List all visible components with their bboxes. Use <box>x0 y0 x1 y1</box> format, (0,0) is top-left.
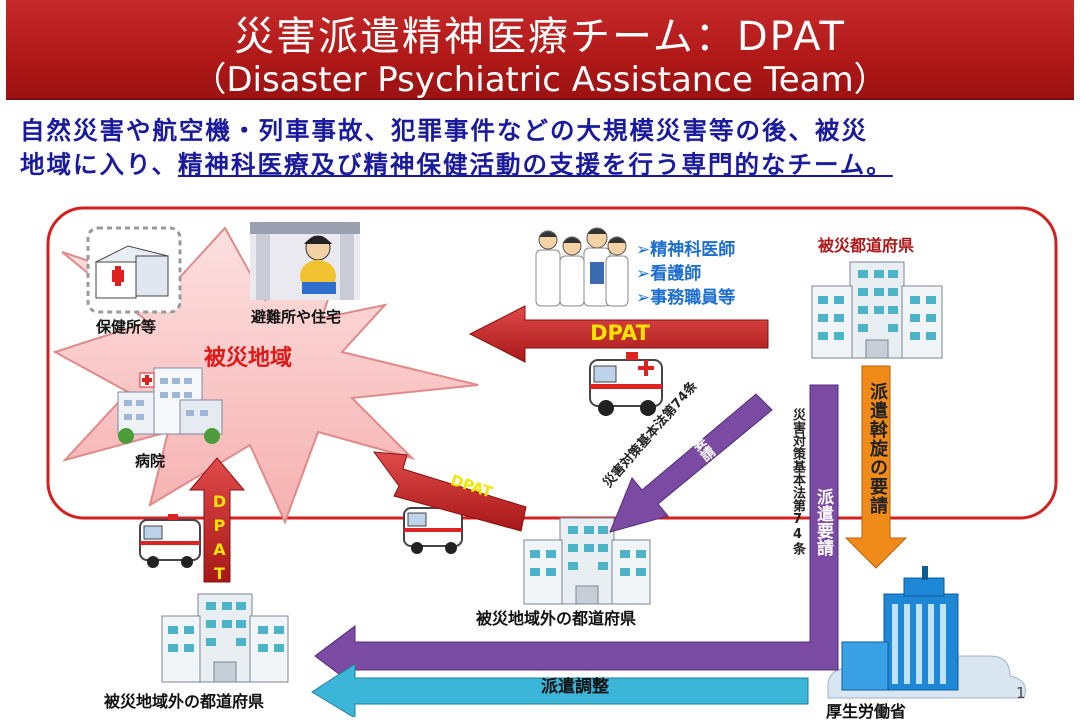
ambulance-icon-left <box>139 514 201 568</box>
affected-prefecture-building-icon <box>811 261 943 359</box>
ministry-label: 厚生労働省 <box>826 702 907 721</box>
hospital-icon <box>117 367 223 444</box>
description-line2-underlined: 精神科医療及び精神保健活動の支援を行う専門的なチーム。 <box>178 150 893 179</box>
dispatch-request-vertical-label: 派遣要請 <box>813 488 833 556</box>
mediation-request-arrow <box>844 365 908 569</box>
affected-prefecture-label: 被災都道府県 <box>818 236 915 255</box>
disaster-area-label: 被災地域 <box>204 346 293 371</box>
shelter-icon <box>250 222 360 300</box>
outside-prefecture-center-label: 被災地域外の都道府県 <box>476 609 637 628</box>
purple-elbow-arrow <box>314 384 839 687</box>
hospital-label: 病院 <box>135 452 166 470</box>
dpat-top-label: DPAT <box>590 321 651 345</box>
team-member-admin: ➢事務職員等 <box>636 288 736 308</box>
page-title: 災害派遣精神医療チーム：DPAT <box>234 14 846 60</box>
ambulance-icon-middle <box>403 502 463 554</box>
title-banner: 災害派遣精神医療チーム：DPAT （Disaster Psychiatric A… <box>6 0 1074 100</box>
dpat-arrow-vertical-left <box>188 457 246 583</box>
affected-region-frame <box>46 206 1058 520</box>
description-line2: 地域に入り、精神科医療及び精神保健活動の支援を行う専門的なチーム。 <box>20 146 1060 181</box>
health-center-label: 保健所等 <box>96 318 157 336</box>
description-line1: 自然災害や航空機・列車事故、犯罪事件などの大規模災害等の後、被災 <box>20 116 868 145</box>
description-line2-plain: 地域に入り、 <box>20 150 179 179</box>
dispatch-request-diagonal-arrow <box>609 393 773 533</box>
outside-prefecture-left-label: 被災地域外の都道府県 <box>104 692 265 711</box>
shelter-label: 避難所や住宅 <box>251 308 342 326</box>
team-members-list: ➢精神科医師 ➢看護師 ➢事務職員等 <box>636 238 735 310</box>
ministry-building-icon <box>827 566 1026 699</box>
dpat-left-vertical-label: DPAT <box>210 492 229 588</box>
team-member-nurse: ➢看護師 <box>636 264 702 284</box>
ambulance-icon-top <box>589 352 663 416</box>
page-subtitle: （Disaster Psychiatric Assistance Team） <box>192 60 888 100</box>
health-center-icon <box>86 226 182 314</box>
outside-prefecture-building-left-icon <box>161 593 289 683</box>
outside-prefecture-building-center-icon <box>523 517 651 605</box>
dpat-arrow-middle <box>372 451 527 532</box>
medical-staff-icon <box>535 227 629 307</box>
law-vertical-label: 災害対策基本法第74条 <box>790 408 805 555</box>
mediation-request-label: 派遣斡旋の要請 <box>867 382 888 515</box>
dpat-arrow-top <box>468 305 769 363</box>
page-number: 1 <box>1016 684 1026 702</box>
team-member-psychiatrist: ➢精神科医師 <box>636 240 736 260</box>
dispatch-coordination-label: 派遣調整 <box>541 676 609 697</box>
dispatch-coordination-arrow <box>311 663 809 717</box>
